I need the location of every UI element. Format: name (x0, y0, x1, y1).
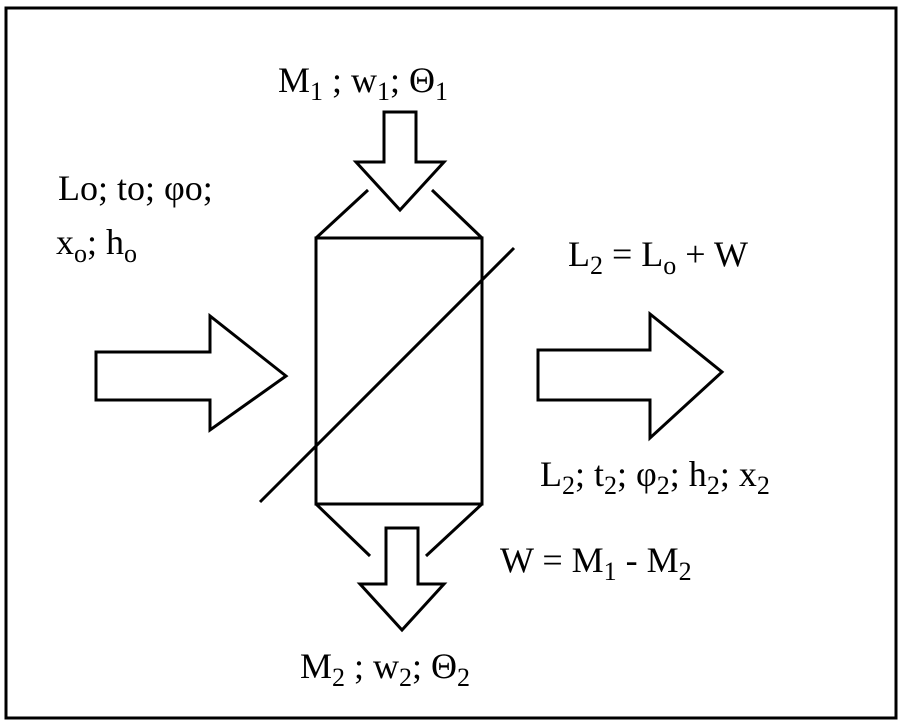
label-text: + W (676, 234, 748, 274)
label-text: ; t (575, 454, 605, 494)
label-subscript: 2 (706, 471, 720, 500)
label-subscript: 2 (562, 471, 575, 500)
label-text: ; φ (617, 454, 657, 494)
label-subscript: 2 (332, 663, 346, 692)
label-subscript: 1 (435, 77, 449, 106)
label-text: ; h (87, 222, 125, 262)
w-equation-label: W = M1 - M2 (500, 540, 692, 585)
left-inlet-arrow (94, 312, 289, 433)
label-text: ; w (345, 646, 400, 686)
label-text: x (56, 222, 74, 262)
bottom-outlet-arrow (356, 526, 448, 633)
dryer-column (314, 236, 484, 506)
bottom-funnel-right (424, 502, 484, 558)
label-text: ; Θ (390, 60, 436, 100)
label-text: ; h (669, 454, 707, 494)
label-subscript: o (124, 239, 138, 268)
diagonal-line (258, 246, 516, 504)
label-text: M (278, 60, 311, 100)
label-subscript: 2 (656, 471, 670, 500)
label-subscript: 1 (377, 77, 391, 106)
label-text: W = M (500, 540, 604, 580)
label-text: ; x (719, 454, 757, 494)
label-subscript: 2 (399, 663, 413, 692)
label-subscript: 2 (678, 557, 692, 586)
label-subscript: 2 (590, 251, 603, 280)
top-funnel-right (430, 188, 484, 240)
label-subscript: 2 (604, 471, 618, 500)
label-subscript: 2 (457, 663, 471, 692)
right-outlet-arrow (536, 310, 725, 442)
left-inlet-label-line1: Lo; to; φo; (58, 168, 213, 208)
outer-border (4, 6, 898, 720)
label-subscript: o (663, 251, 677, 280)
label-subscript: 2 (756, 471, 770, 500)
label-text: M (300, 646, 333, 686)
label-text: - M (616, 540, 679, 580)
label-text: ; Θ (412, 646, 458, 686)
top-inlet-label: M1 ; w1; Θ1 (278, 60, 448, 105)
bottom-funnel-left (314, 502, 372, 558)
label-text: ; w (323, 60, 378, 100)
label-text: L (540, 454, 562, 494)
label-text: L (568, 234, 590, 274)
label-subscript: 1 (603, 557, 617, 586)
right-outlet-label: L2; t2; φ2; h2; x2 (540, 454, 770, 499)
label-text: = L (603, 234, 664, 274)
label-subscript: o (74, 239, 87, 268)
right-top-label: L2 = Lo + W (568, 234, 748, 279)
top-inlet-arrow (352, 110, 448, 213)
top-funnel-left (314, 188, 370, 240)
left-inlet-label-line2: xo; ho (56, 222, 137, 267)
bottom-outlet-label: M2 ; w2; Θ2 (300, 646, 470, 691)
label-subscript: 1 (310, 77, 324, 106)
